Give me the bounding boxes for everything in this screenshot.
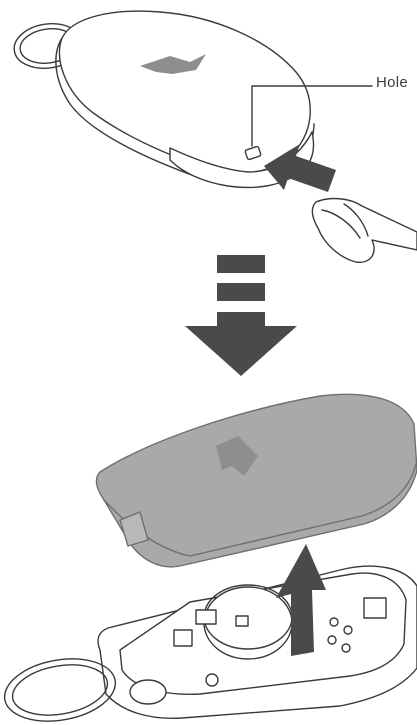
closed-remote: [11, 11, 417, 262]
step-arrow-bar-2: [217, 283, 265, 301]
component-block-1: [174, 630, 192, 646]
component-block-2: [196, 610, 216, 624]
down-arrow-icon: [185, 312, 297, 376]
step-arrow-bar-1: [217, 255, 265, 273]
step-arrow: [185, 255, 297, 376]
opened-remote: [0, 394, 417, 725]
hole-label: Hole: [376, 74, 408, 91]
component-block-4: [364, 598, 386, 618]
remote-body: [60, 11, 311, 173]
tool-icon: [312, 199, 417, 263]
component-block-3: [236, 616, 248, 626]
